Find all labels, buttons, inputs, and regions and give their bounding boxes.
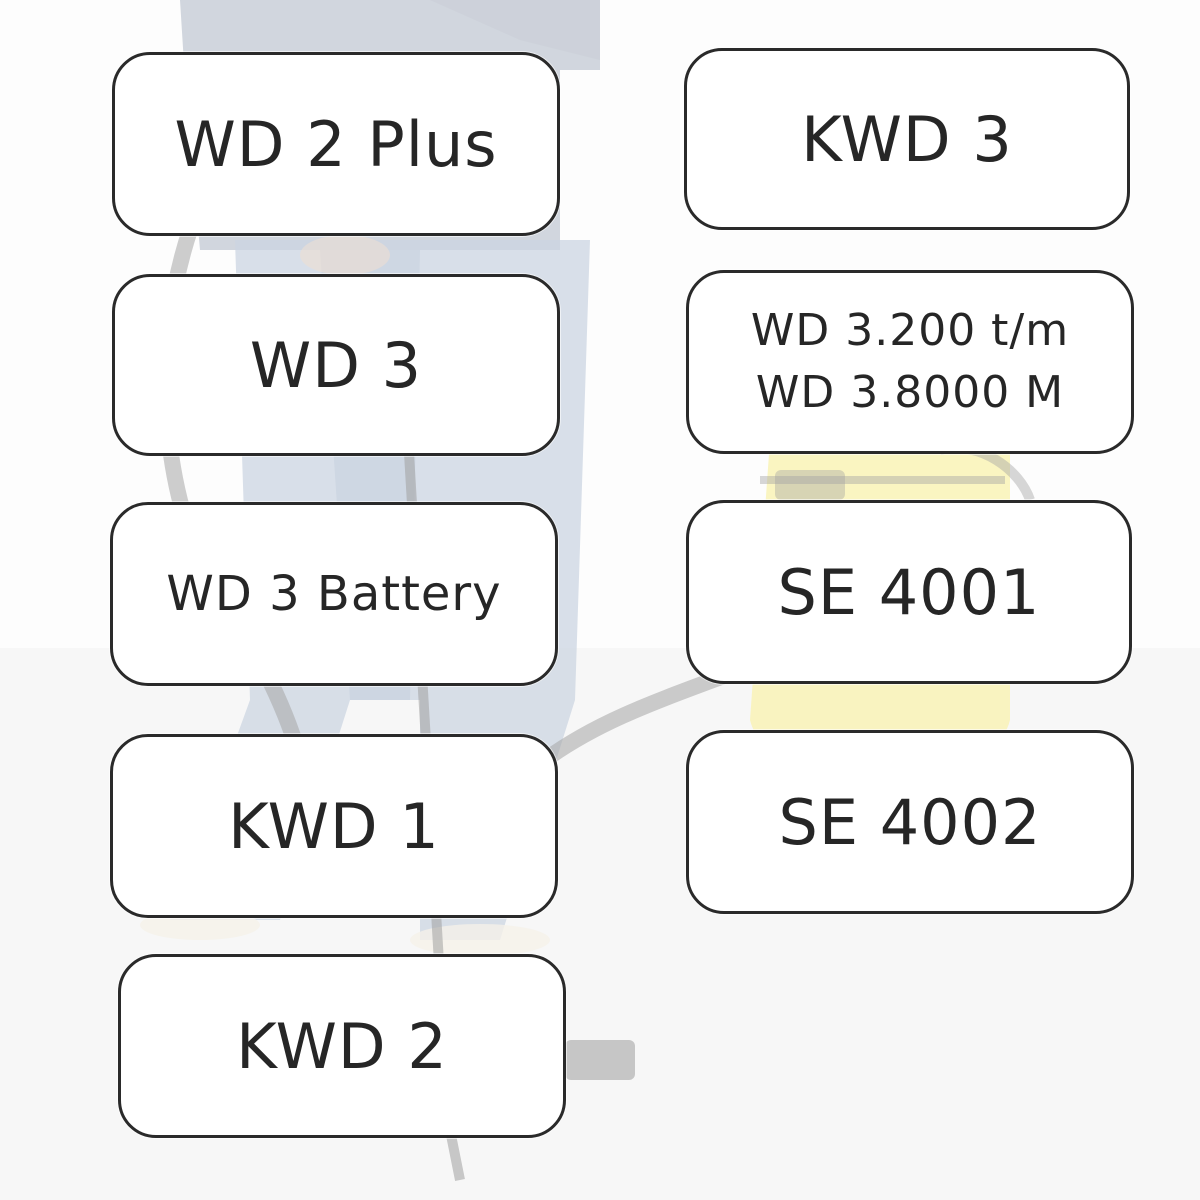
- model-label: WD 3: [249, 328, 423, 402]
- model-label: KWD 2: [236, 1009, 448, 1083]
- model-tile-wd-2-plus: WD 2 Plus: [112, 52, 560, 236]
- model-tile-kwd-3: KWD 3: [684, 48, 1130, 230]
- model-label: KWD 1: [228, 789, 440, 863]
- model-tile-wd-3-200-wd-3-8000: WD 3.200 t/m WD 3.8000 M: [686, 270, 1134, 454]
- model-label-line-2: WD 3.8000 M: [755, 367, 1065, 418]
- model-tile-se-4002: SE 4002: [686, 730, 1134, 914]
- model-label: SE 4001: [777, 555, 1041, 629]
- model-label: SE 4002: [778, 785, 1042, 859]
- model-tile-kwd-2: KWD 2: [118, 954, 566, 1138]
- model-label: WD 3 Battery: [166, 566, 502, 622]
- model-tile-wd-3-battery: WD 3 Battery: [110, 502, 558, 686]
- model-label: KWD 3: [801, 102, 1013, 176]
- model-tile-kwd-1: KWD 1: [110, 734, 558, 918]
- model-tile-se-4001: SE 4001: [686, 500, 1132, 684]
- model-tile-wd-3: WD 3: [112, 274, 560, 456]
- model-label: WD 2 Plus: [174, 107, 498, 181]
- model-label-line-1: WD 3.200 t/m: [750, 305, 1070, 356]
